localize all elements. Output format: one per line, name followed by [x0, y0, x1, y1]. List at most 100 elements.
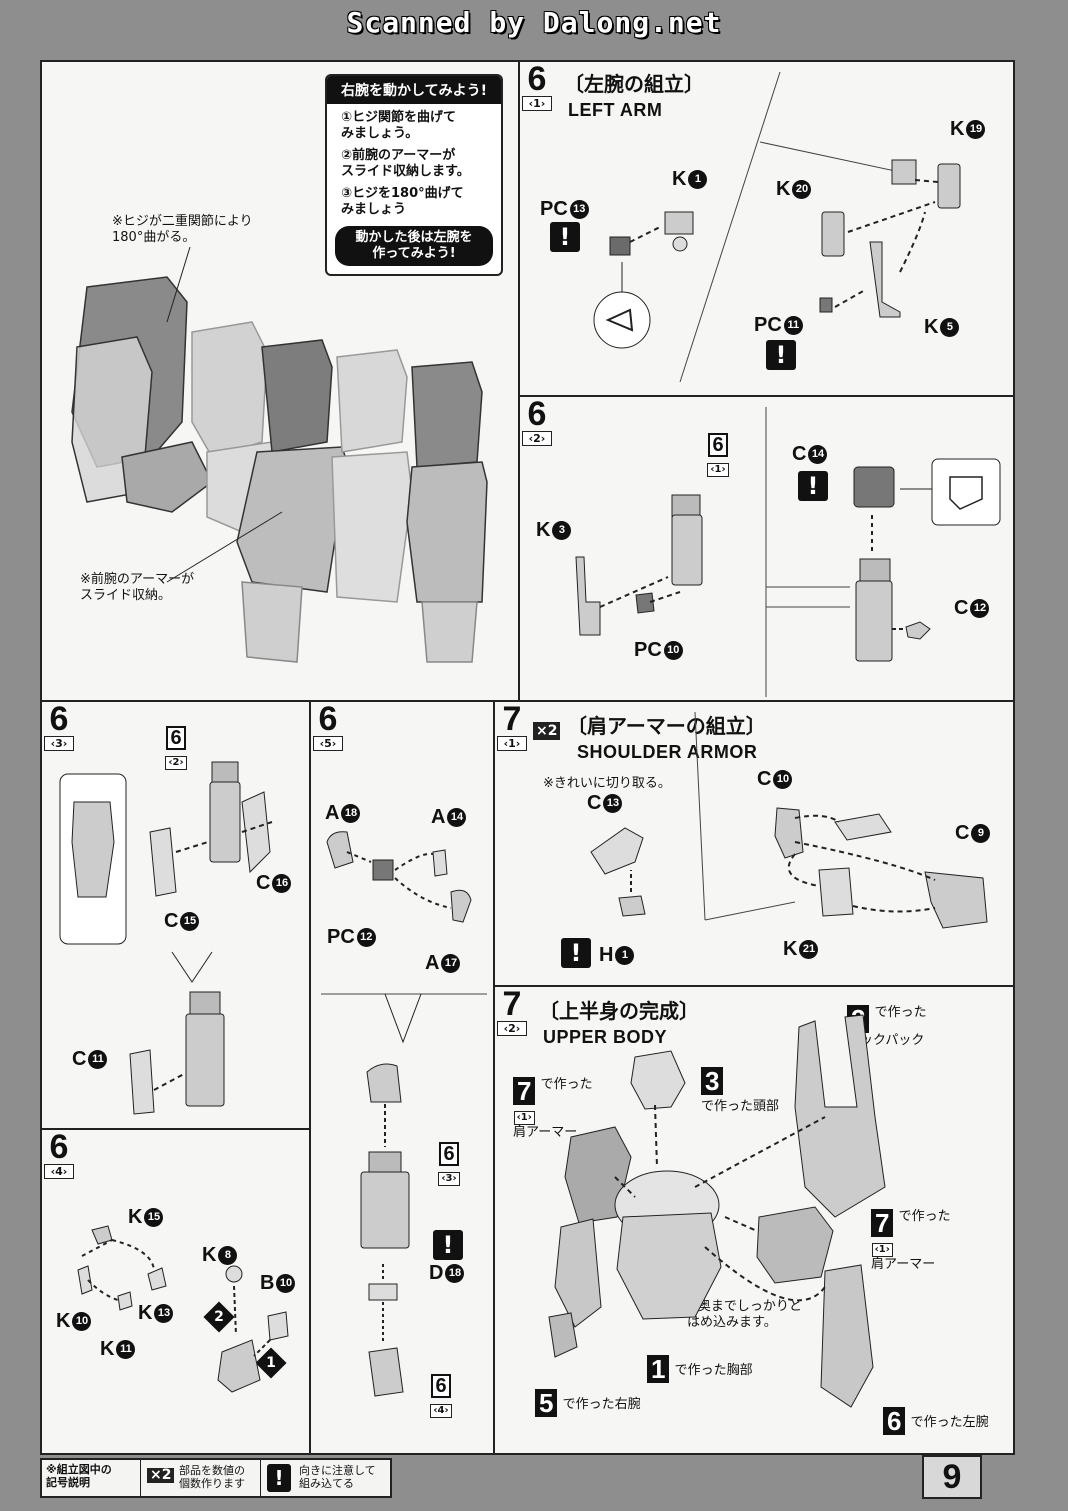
ref-substep: ‹3› [438, 1172, 460, 1186]
step-6-3-panel: 6 ‹3› 6 ‹2› C12 C15 C16 C11 [40, 700, 311, 1130]
orientation-warning-icon: ! [550, 222, 580, 252]
ref-step-badge: 6 ‹2› [164, 726, 188, 770]
right-shoulder-label: 7 ‹1› で作った 肩アーマー [871, 1208, 951, 1272]
ref-step-badge: 6 ‹3› [437, 1142, 461, 1186]
left-arm-label: 6 で作った左腕 [883, 1407, 989, 1435]
movement-callout: 右腕を動かしてみよう! ①ヒジ関節を曲げて みましょう。 ②前腕のアーマーが ス… [325, 74, 503, 276]
legend-title: ※組立図中の 記号説明 [46, 1463, 112, 1489]
step-number: 6 [49, 700, 69, 738]
ref-step-badge: 6 ‹4› [429, 1374, 453, 1418]
ref-step-number: 6 [166, 726, 186, 750]
callout-item-3: ③ヒジを180°曲げて みましょう [341, 186, 464, 217]
step-7-2-badge: 7 ‹2› [495, 987, 529, 1036]
step-6-3-diagram [59, 761, 273, 1115]
cut-cleanly-note: ※きれいに切り取る。 [543, 776, 671, 791]
substep-number: ‹2› [522, 431, 552, 446]
step-7-1-diagram [590, 711, 988, 929]
substep-number: ‹2› [497, 1021, 527, 1036]
step-6-3-badge: 6 ‹3› [42, 702, 76, 751]
ref-substep: ‹2› [165, 756, 187, 770]
step-number: 6 [49, 1128, 69, 1166]
right-arm-label: 5 で作った右腕 [535, 1389, 641, 1417]
symbol-legend: ※組立図中の 記号説明 ×2 部品を数値の 個数作ります ! 向きに注意して 組… [40, 1458, 392, 1498]
step-number: 6 [318, 700, 338, 738]
step-6-5-diagram [321, 831, 487, 1397]
orientation-warning-icon: ! [561, 938, 591, 968]
ref-step-number: 6 [439, 1142, 459, 1166]
ref-substep: ‹4› [430, 1404, 452, 1418]
ref-step-number: 6 [431, 1374, 451, 1398]
step-7-2-panel: 7 ‹2› 〔上半身の完成〕 UPPER BODY 2 で作った バックパック … [493, 985, 1015, 1455]
elbow-note: ※ヒジが二重関節により 180°曲がる。 [112, 214, 253, 245]
forearm-note: ※前腕のアーマーが スライド収納。 [80, 572, 195, 603]
step-6-2-badge: 6 ‹2› [520, 397, 554, 446]
arm-movement-panel: 右腕を動かしてみよう! ①ヒジ関節を曲げて みましょう。 ②前腕のアーマーが ス… [40, 60, 520, 702]
step-6-4-badge: 6 ‹4› [42, 1130, 76, 1179]
callout-item-1: ①ヒジ関節を曲げて みましょう。 [341, 110, 457, 141]
step-7-1-title-jp: 〔肩アーマーの組立〕 [567, 714, 766, 738]
fit-note: ※奥までしっかりと はめ込みます。 [687, 1299, 802, 1330]
step-6-2-diagram [575, 407, 1001, 697]
left-shoulder-label: 7 ‹1› で作った 肩アーマー [513, 1076, 593, 1140]
substep-number: ‹1› [522, 96, 552, 111]
head-label: 3 で作った頭部 [701, 1066, 780, 1114]
callout-footer: 動かした後は左腕を 作ってみよう! [335, 226, 493, 266]
step-6-1-title-en: LEFT ARM [568, 100, 663, 120]
page-number: 9 [922, 1455, 982, 1499]
substep-number: ‹4› [44, 1164, 74, 1179]
callout-item-2: ②前腕のアーマーが スライド収納します。 [341, 148, 470, 179]
step-number: 7 [502, 700, 522, 738]
step-7-1-title-en: SHOULDER ARMOR [577, 742, 758, 762]
step-6-5-badge: 6 ‹5› [311, 702, 345, 751]
orientation-warning-icon: ! [433, 1230, 463, 1260]
step-7-1-badge: 7 ‹1› [495, 702, 529, 751]
scan-credit: Scanned by Dalong.net [346, 6, 722, 39]
legend-multiply-text: 部品を数値の 個数作ります [179, 1464, 245, 1490]
chest-label: 1 で作った胸部 [647, 1355, 753, 1383]
step-7-2-title-en: UPPER BODY [543, 1027, 668, 1047]
callout-title: 右腕を動かしてみよう! [327, 76, 501, 104]
multiply-icon: ×2 [147, 1468, 175, 1483]
legend-warning-text: 向きに注意して 組み込てる [299, 1464, 376, 1490]
step-number: 7 [502, 985, 522, 1023]
step-7-2-title-jp: 〔上半身の完成〕 [539, 999, 699, 1023]
step-number: 6 [527, 395, 547, 433]
legend-warning: ! 向きに注意して 組み込てる [260, 1460, 391, 1496]
substep-number: ‹3› [44, 736, 74, 751]
orientation-warning-icon: ! [766, 340, 796, 370]
step-6-4-diagram [77, 1225, 289, 1393]
warning-icon: ! [267, 1464, 291, 1492]
step-7-1-panel: 7 ‹1› ×2 〔肩アーマーの組立〕 SHOULDER ARMOR ※きれいに… [493, 700, 1015, 987]
substep-number: ‹1› [497, 736, 527, 751]
substep-number: ‹5› [313, 736, 343, 751]
